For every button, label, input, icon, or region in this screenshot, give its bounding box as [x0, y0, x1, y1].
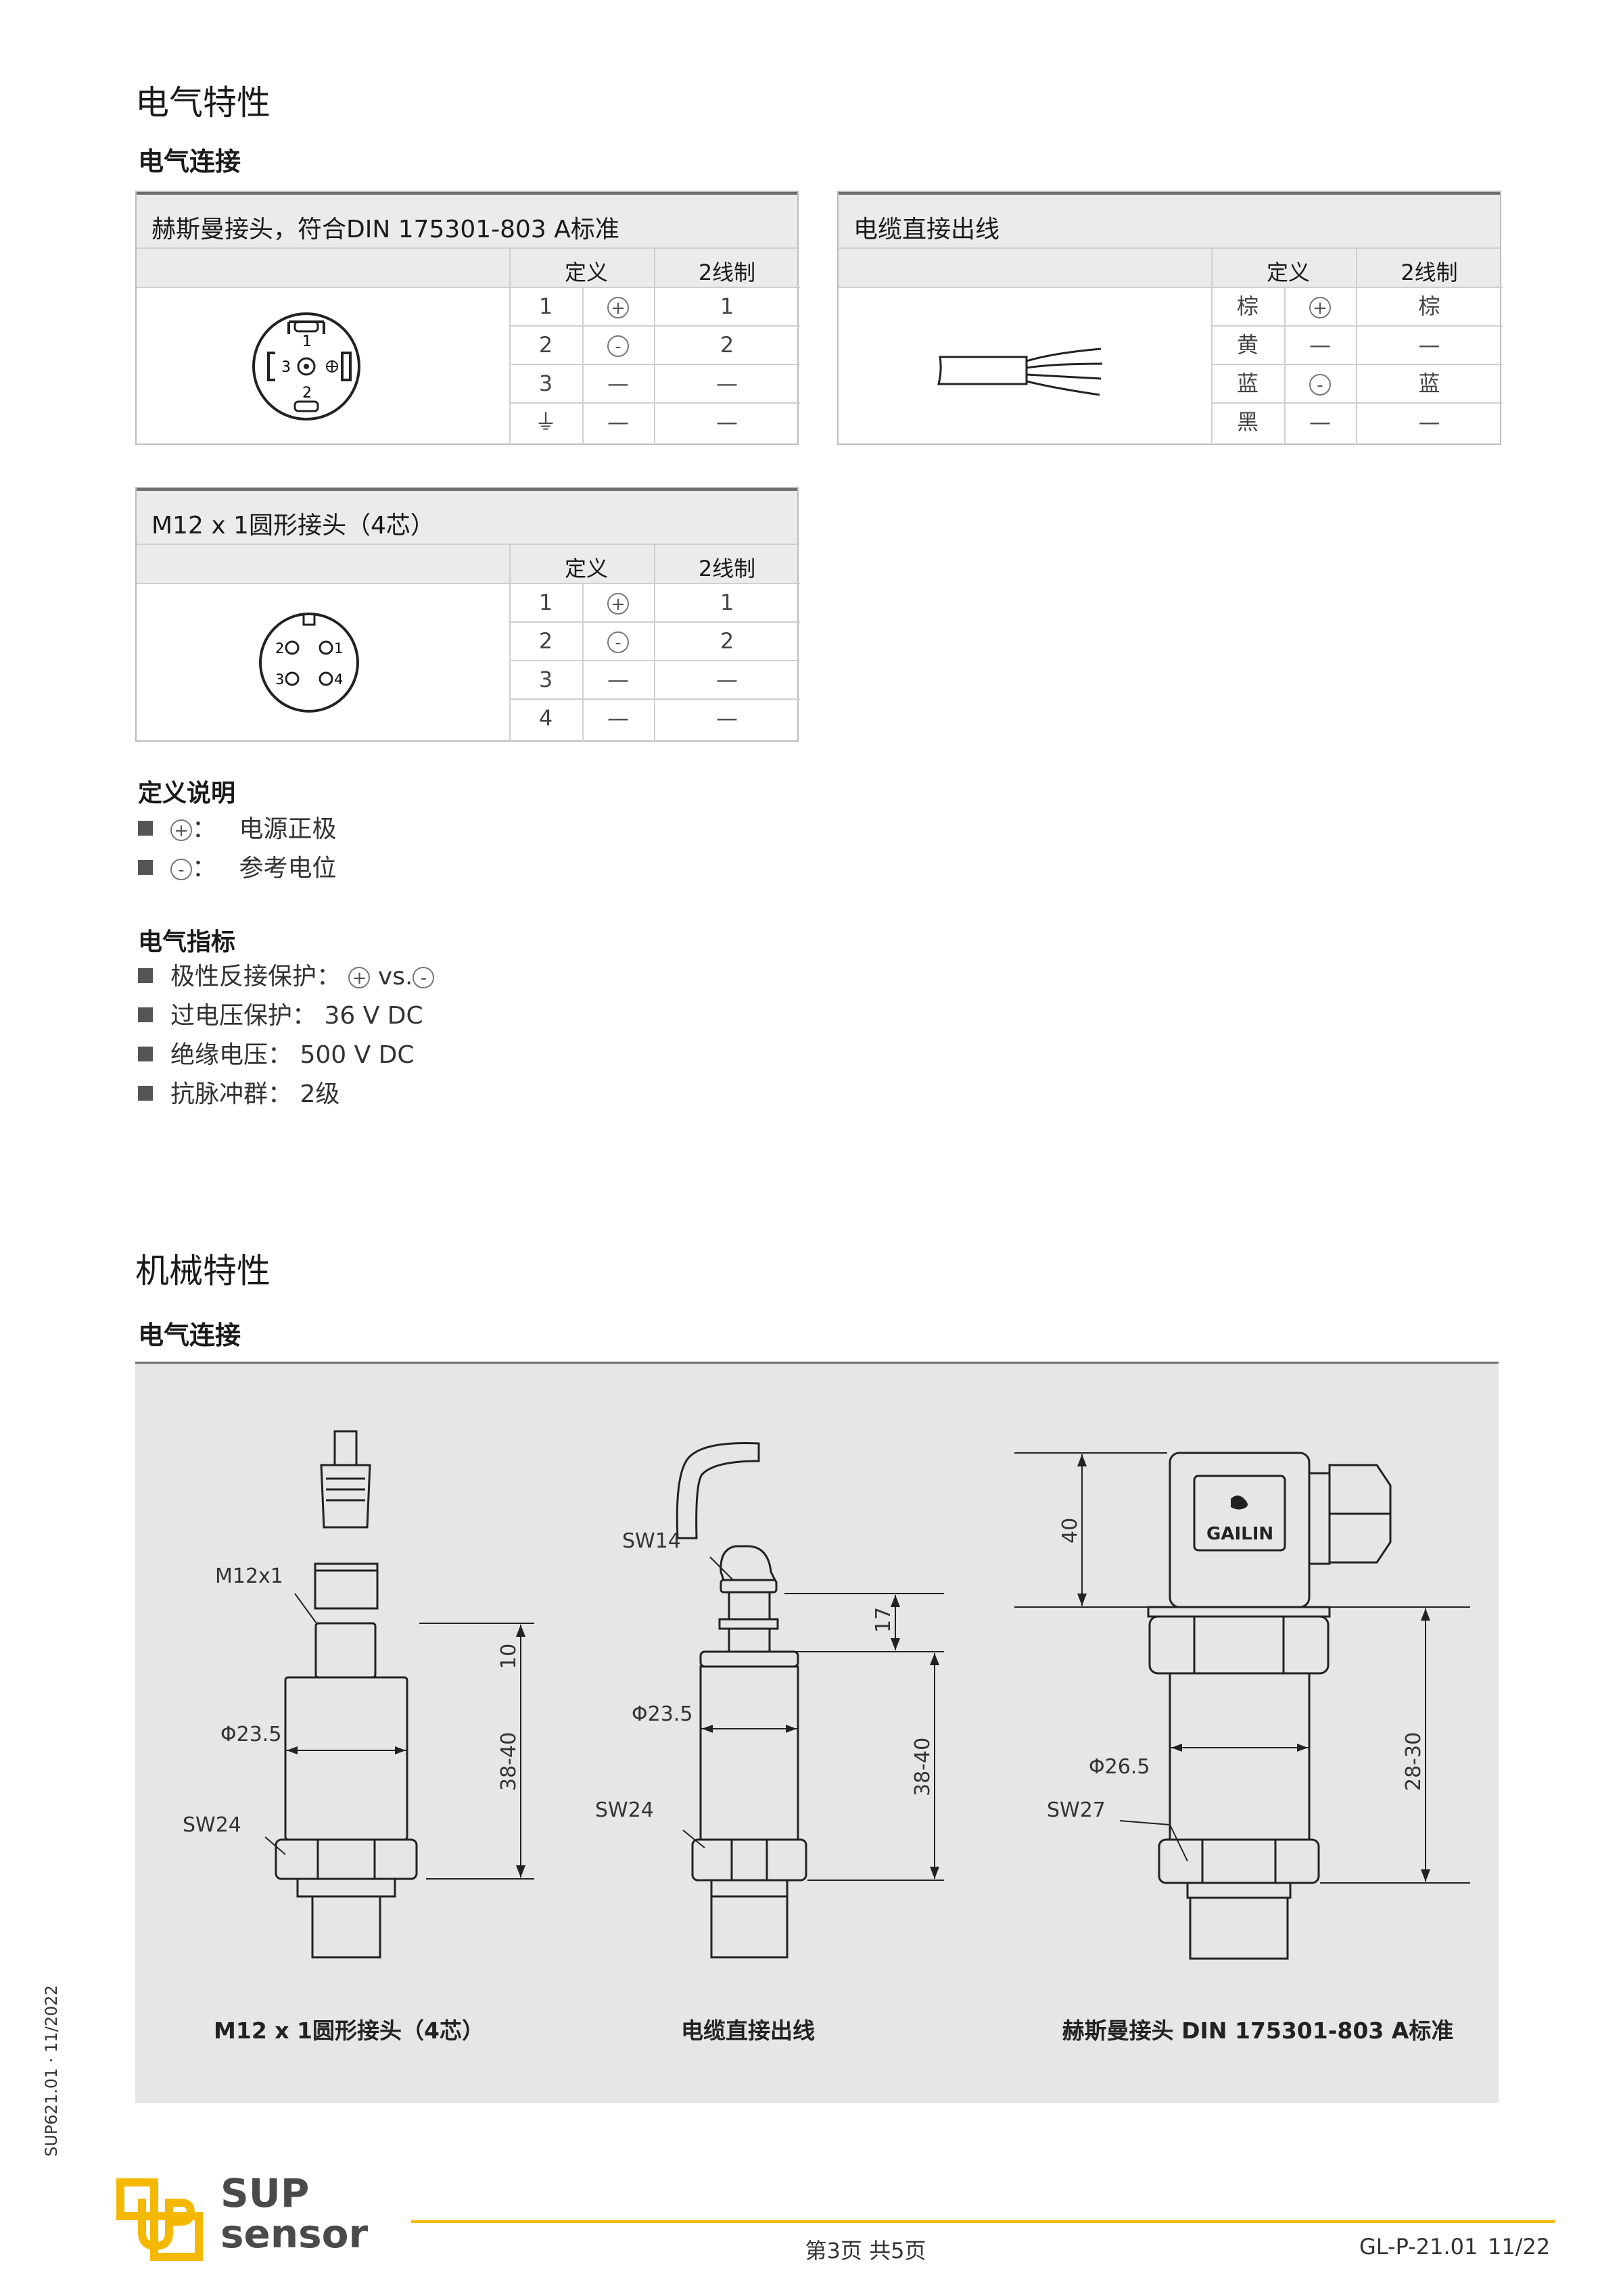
cable-table: 电缆直接出线 定义 2线制 棕 + 棕 黄 — — 蓝 - 蓝 黑 — — — [837, 191, 1503, 445]
table-row: 3 — — — [509, 660, 800, 698]
din-connector-table: 赫斯曼接头，符合DIN 175301-803 A标准 定义 2线制 1 3 2 … — [135, 191, 800, 445]
electrical-specs-title: 电气指标 — [138, 928, 236, 956]
plus-symbol-icon: + — [607, 593, 629, 615]
table-row: 2 - 2 — [509, 325, 800, 364]
table-row: 黑 — — — [1211, 402, 1503, 444]
cable-diagram — [839, 287, 1211, 445]
ground-icon: ⏚ — [534, 409, 557, 435]
plus-symbol-icon: + — [348, 967, 371, 988]
definition-item: -： 参考电位 — [138, 853, 336, 884]
m12-pin-2-label: 2 — [275, 640, 284, 656]
plus-symbol-icon: + — [170, 819, 192, 841]
din-connector-diagram: 1 3 2 — [137, 287, 509, 445]
diameter-label: Φ26.5 — [1089, 1755, 1150, 1779]
table-row: 棕 + 棕 — [1211, 287, 1503, 325]
definition-item: +： 电源正极 — [138, 814, 336, 845]
minus-symbol-icon: - — [170, 859, 192, 880]
plus-symbol-icon: + — [1309, 297, 1331, 318]
m12-pin-3-label: 3 — [275, 671, 284, 688]
din-table-header: 定义 2线制 — [137, 247, 797, 287]
m12-connector-table: M12 x 1圆形接头（4芯） 定义 2线制 1 2 3 4 1 + 1 2 -… — [135, 487, 800, 742]
minus-symbol-icon: - — [607, 335, 629, 357]
header-2wire: 2线制 — [1401, 260, 1458, 285]
doc-date: 11/22 — [1488, 2234, 1551, 2259]
sw-top-label: SW14 — [622, 1529, 681, 1553]
table-row: 1 + 1 — [509, 583, 800, 621]
table-row: 2 - 2 — [509, 621, 800, 660]
header-2wire: 2线制 — [698, 556, 756, 581]
dim-top-label: 10 — [497, 1644, 521, 1669]
din-pin-1-label: 1 — [302, 333, 312, 350]
gailin-brand-text: GAILIN — [1206, 1524, 1273, 1544]
spec-insulation: 绝缘电压： 500 V DC — [138, 1040, 415, 1071]
diameter-label: Φ23.5 — [632, 1702, 692, 1726]
logo-text-sup: SUP — [220, 2170, 310, 2216]
table-row: 黄 — — — [1211, 325, 1503, 364]
header-def: 定义 — [1266, 260, 1310, 285]
section-subtitle-electrical-connection: 电气连接 — [138, 147, 241, 176]
side-document-code: SUP621.01 · 11/2022 — [42, 1985, 61, 2157]
minus-symbol-icon: - — [607, 631, 629, 653]
spec-burst: 抗脉冲群： 2级 — [138, 1079, 339, 1110]
m12-connector-diagram: 1 2 3 4 — [137, 583, 509, 742]
table-row: 3 — — — [509, 364, 800, 402]
din-pin-2-label: 2 — [302, 385, 312, 402]
cable-table-header: 定义 2线制 — [839, 247, 1500, 287]
drawing-caption-m12: M12 x 1圆形接头（4芯） — [214, 2017, 484, 2044]
plus-symbol-icon: + — [607, 297, 629, 318]
spec-polarity: 极性反接保护： + vs.- — [138, 961, 435, 992]
m12-pin-1-label: 1 — [334, 640, 343, 656]
mechanical-drawings-panel: GAILIN M12x1 — [135, 1362, 1499, 2103]
table-row: 1 + 1 — [509, 287, 800, 325]
page-number: 第3页 共5页 — [805, 2238, 926, 2264]
sw-label: SW24 — [595, 1798, 654, 1822]
section-subtitle-mechanical-connection: 电气连接 — [138, 1320, 241, 1350]
logo-text-sensor: sensor — [220, 2211, 369, 2257]
m12-table-title: M12 x 1圆形接头（4芯） — [137, 488, 797, 544]
definitions-title: 定义说明 — [138, 780, 236, 807]
minus-symbol-icon: - — [413, 967, 435, 988]
dim-body-label: 38-40 — [497, 1732, 521, 1791]
drawing-caption-cable: 电缆直接出线 — [681, 2017, 815, 2044]
sw-label: SW24 — [183, 1813, 241, 1837]
table-row: 4 — — — [509, 698, 800, 740]
minus-symbol-icon: - — [1309, 374, 1331, 396]
dim-body-label: 28-30 — [1402, 1732, 1426, 1791]
din-table-title: 赫斯曼接头，符合DIN 175301-803 A标准 — [137, 192, 797, 247]
dim-body-label: 38-40 — [911, 1738, 935, 1796]
footer-accent-line — [411, 2220, 1555, 2223]
section-title-mechanical: 机械特性 — [135, 1251, 270, 1291]
m12-table-header: 定义 2线制 — [137, 544, 797, 583]
spec-overvoltage: 过电压保护： 36 V DC — [138, 1001, 423, 1032]
cable-table-title: 电缆直接出线 — [839, 192, 1500, 247]
sw-label: SW27 — [1047, 1798, 1106, 1822]
mechanical-drawings: GAILIN M12x1 — [183, 1430, 1470, 1960]
dim-top-label: 17 — [872, 1607, 895, 1633]
header-def: 定义 — [564, 260, 608, 285]
dim-top-label: 40 — [1058, 1518, 1082, 1544]
table-row: ⏚ — — — [509, 402, 800, 444]
table-row: 蓝 - 蓝 — [1211, 364, 1503, 402]
diameter-label: Φ23.5 — [220, 1723, 281, 1746]
m12-pin-4-label: 4 — [334, 671, 343, 688]
header-2wire: 2线制 — [698, 260, 756, 285]
m12-label: M12x1 — [215, 1564, 283, 1588]
sup-logo-icon — [116, 2178, 204, 2261]
header-def: 定义 — [564, 556, 608, 581]
doc-code: GL-P-21.01 — [1359, 2234, 1478, 2259]
section-title-electrical: 电气特性 — [135, 83, 270, 122]
drawing-caption-din: 赫斯曼接头 DIN 175301-803 A标准 — [1062, 2017, 1454, 2044]
din-pin-3-label: 3 — [281, 359, 291, 376]
